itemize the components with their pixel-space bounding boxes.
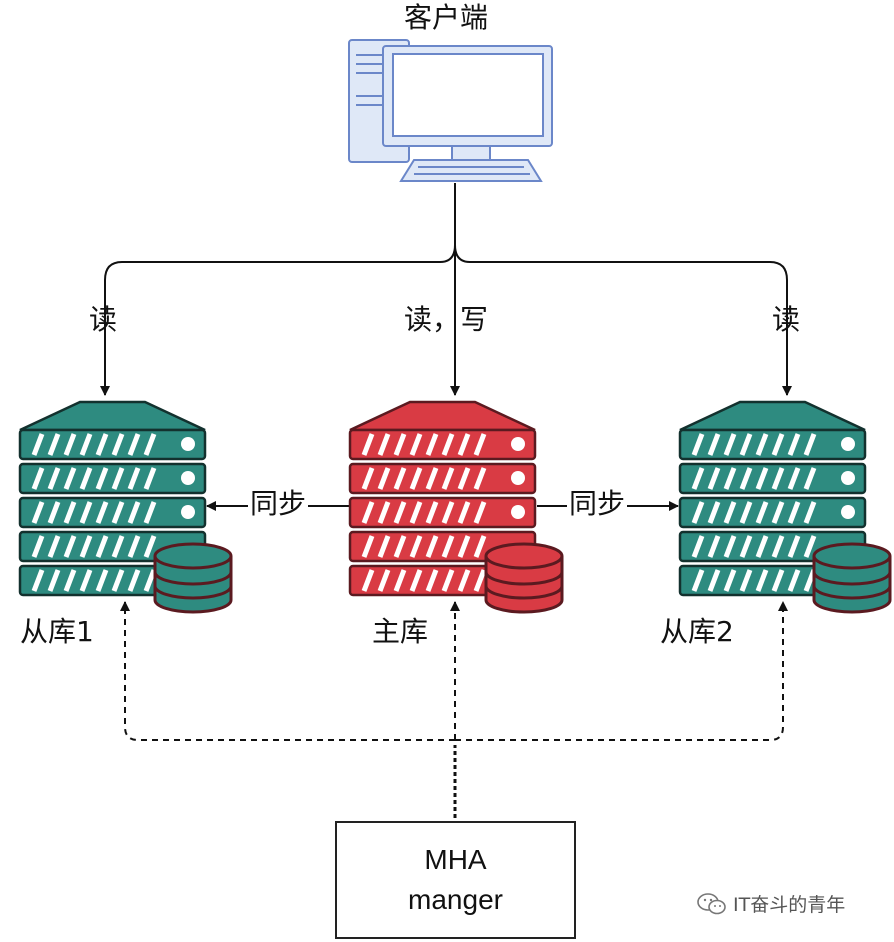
desktop-computer-icon: [348, 39, 553, 182]
master-database-icon: [484, 542, 564, 614]
mha-title: MHA: [424, 844, 487, 875]
slave2-label: 从库2: [660, 615, 734, 648]
mha-monitor-connectors: [120, 601, 788, 818]
master-label: 主库: [372, 615, 429, 648]
slave1-label: 从库1: [20, 615, 94, 648]
slave1-database-icon: [153, 542, 233, 614]
watermark-text: IT奋斗的青年: [733, 894, 846, 916]
read-write-label: 读，写: [404, 303, 489, 336]
sync-label-left: 同步: [248, 487, 309, 520]
read-label-left: 读: [89, 303, 118, 336]
mha-manager-box: MHA manger: [335, 821, 576, 939]
client-label: 客户端: [404, 1, 489, 34]
read-write-connectors: [100, 183, 792, 396]
read-label-right: 读: [772, 303, 801, 336]
slave2-database-icon: [812, 542, 892, 614]
sync-label-right: 同步: [567, 487, 628, 520]
wechat-icon: [697, 892, 726, 914]
watermark: IT奋斗的青年: [697, 890, 845, 917]
mha-subtitle: manger: [408, 884, 503, 915]
